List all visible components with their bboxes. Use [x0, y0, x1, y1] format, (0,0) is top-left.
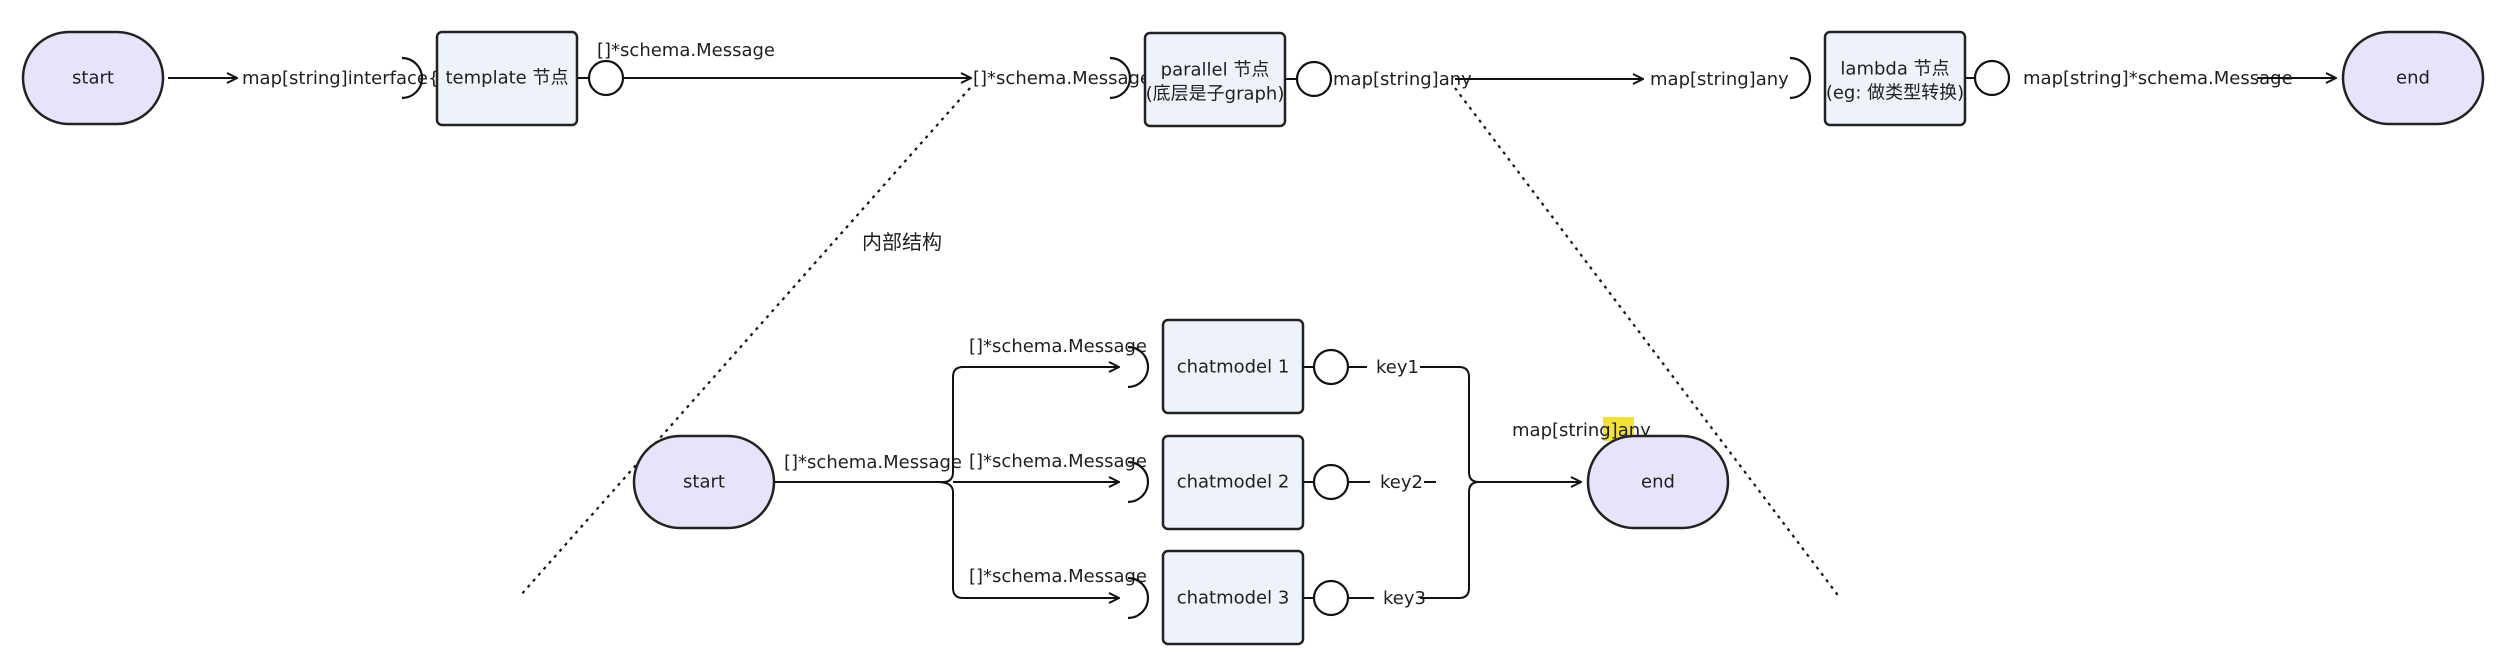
- template-input-socket: [401, 56, 424, 100]
- chatmodel-1-input-socket: [1127, 345, 1150, 389]
- top-end-node: end: [2341, 30, 2485, 126]
- sub-start-node: start: [632, 434, 776, 530]
- sub-start-output-label: []*schema.Message: [784, 452, 962, 473]
- lambda-output-port: [1973, 59, 2011, 97]
- chatmodel-2-node: chatmodel 2: [1161, 434, 1305, 531]
- branch-2-input-label: []*schema.Message: [969, 451, 1147, 472]
- subgraph-callout: 内部结构: [519, 87, 1841, 599]
- chatmodel-1-label: chatmodel 1: [1177, 357, 1290, 378]
- callout-left-dotted-line: [519, 87, 971, 597]
- callout-right-dotted-line: [1454, 87, 1841, 599]
- fanout-bracket: [936, 366, 964, 599]
- top-start-label: start: [72, 68, 114, 89]
- branch-3-key-label: key3: [1383, 588, 1426, 609]
- top-start-node: start: [21, 30, 165, 126]
- chatmodel-3-output-port: [1312, 579, 1350, 617]
- template-node: template 节点: [435, 30, 579, 127]
- top-flow: start map[string]interface{} template 节点…: [21, 30, 2485, 128]
- branch-2-key-label: key2: [1380, 472, 1423, 493]
- sub-flow: start []*schema.Message []*schema.Messag…: [632, 318, 1730, 646]
- parallel-input-label: []*schema.Message: [973, 68, 1151, 89]
- parallel-node: parallel 节点 (底层是子graph): [1143, 31, 1287, 128]
- parallel-node-label: parallel 节点: [1161, 60, 1270, 81]
- chatmodel-1-output-port: [1312, 348, 1350, 386]
- chatmodel-1-node: chatmodel 1: [1161, 318, 1305, 415]
- callout-label: 内部结构: [862, 230, 942, 254]
- branch-3-input-label: []*schema.Message: [969, 566, 1147, 587]
- lambda-node: lambda 节点 (eg: 做类型转换): [1823, 30, 1967, 127]
- branch-3: []*schema.Message chatmodel 3 key3: [964, 549, 1426, 646]
- parallel-node-sublabel: (底层是子graph): [1146, 84, 1285, 105]
- chatmodel-3-node: chatmodel 3: [1161, 549, 1305, 646]
- parallel-input-socket: [1109, 56, 1132, 100]
- sub-start-label: start: [683, 472, 725, 493]
- lambda-input-label: map[string]any: [1650, 69, 1789, 90]
- lambda-output-label: map[string]*schema.Message: [2023, 68, 2293, 89]
- chatmodel-3-label: chatmodel 3: [1177, 588, 1290, 609]
- sub-end-node: end: [1586, 434, 1730, 530]
- fanin-bracket: [1422, 366, 1483, 599]
- template-output-port: [587, 59, 625, 97]
- sub-end-label: end: [1641, 472, 1675, 493]
- chatmodel-3-input-socket: [1127, 576, 1150, 620]
- edge-start-template-label: map[string]interface{}: [242, 68, 451, 89]
- lambda-node-label: lambda 节点: [1840, 59, 1949, 80]
- branch-2: []*schema.Message chatmodel 2 key2: [953, 434, 1436, 531]
- branch-1: []*schema.Message chatmodel 1 key1: [964, 318, 1422, 415]
- template-node-label: template 节点: [446, 68, 569, 89]
- chatmodel-2-label: chatmodel 2: [1177, 472, 1290, 493]
- chatmodel-2-input-socket: [1127, 460, 1150, 504]
- branch-1-input-label: []*schema.Message: [969, 336, 1147, 357]
- top-end-label: end: [2396, 68, 2430, 89]
- lambda-input-socket: [1789, 56, 1812, 100]
- branch-1-key-label: key1: [1376, 357, 1419, 378]
- parallel-output-port: [1295, 60, 1333, 98]
- template-output-label: []*schema.Message: [597, 40, 775, 61]
- lambda-node-sublabel: (eg: 做类型转换): [1826, 83, 1964, 104]
- parallel-output-label: map[string]any: [1333, 69, 1472, 90]
- chatmodel-2-output-port: [1312, 463, 1350, 501]
